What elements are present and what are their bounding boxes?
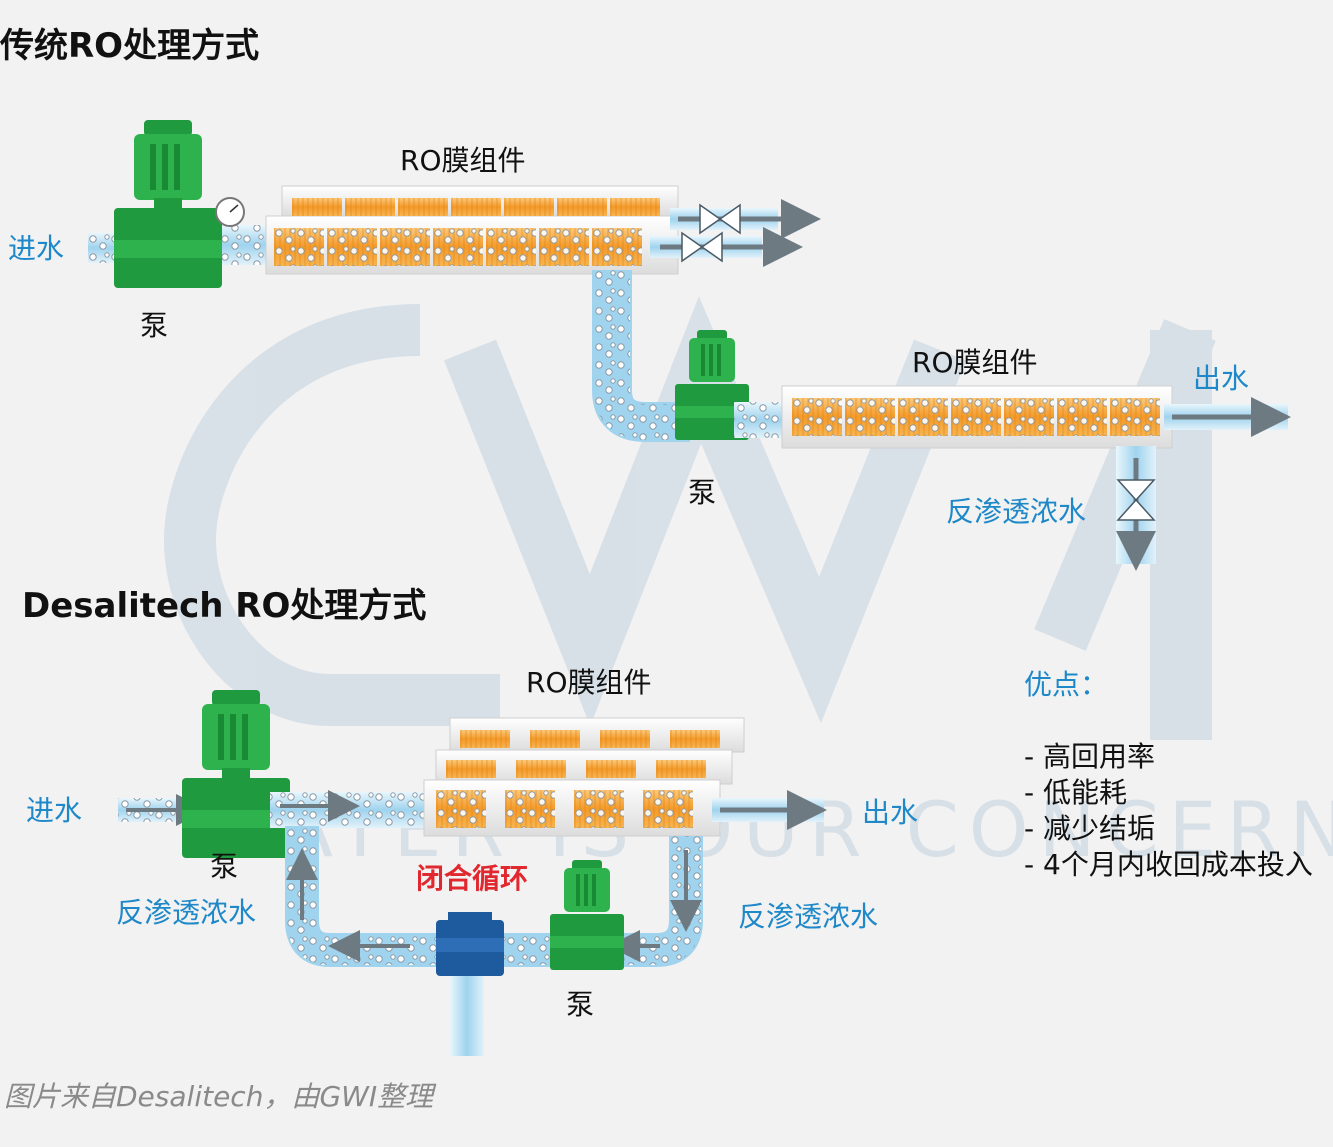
label-outlet-1: 出水	[1193, 362, 1249, 395]
label-pump-4: 泵	[566, 988, 594, 1021]
advantage-item-1: - 高回用率	[1024, 740, 1155, 773]
pump-1	[114, 120, 222, 288]
pump-3	[182, 690, 290, 858]
label-closed-loop: 闭合循环	[416, 862, 528, 895]
label-module-2: RO膜组件	[912, 346, 1038, 379]
advantages-heading: 优点：	[1024, 668, 1108, 701]
label-outlet-2: 出水	[862, 796, 918, 829]
title-traditional: 传统RO处理方式	[0, 26, 259, 66]
loop-junction	[436, 912, 504, 976]
advantage-item-3: - 减少结垢	[1024, 812, 1155, 845]
advantage-item-2: - 低能耗	[1024, 776, 1127, 809]
gauge-icon	[215, 197, 245, 227]
caption: 图片来自Desalitech，由GWI整理	[4, 1080, 437, 1113]
label-pump-3: 泵	[210, 850, 238, 883]
label-module-3: RO膜组件	[526, 666, 652, 699]
label-pump-2: 泵	[688, 476, 716, 509]
label-concentrate-3: 反渗透浓水	[738, 900, 878, 933]
advantage-item-4: - 4个月内收回成本投入	[1024, 848, 1313, 881]
label-inlet-1: 进水	[8, 232, 64, 265]
title-desalitech: Desalitech RO处理方式	[22, 586, 426, 626]
membrane-stack-2	[792, 398, 1160, 436]
membrane-stack-1-lower	[274, 228, 642, 266]
label-module-1: RO膜组件	[400, 144, 526, 177]
label-pump-1: 泵	[140, 309, 168, 342]
label-inlet-2: 进水	[26, 794, 82, 827]
pump-4	[550, 860, 624, 970]
membrane-stack-1-upper	[292, 198, 660, 216]
label-concentrate-2: 反渗透浓水	[116, 896, 256, 929]
label-concentrate-1: 反渗透浓水	[946, 495, 1086, 528]
